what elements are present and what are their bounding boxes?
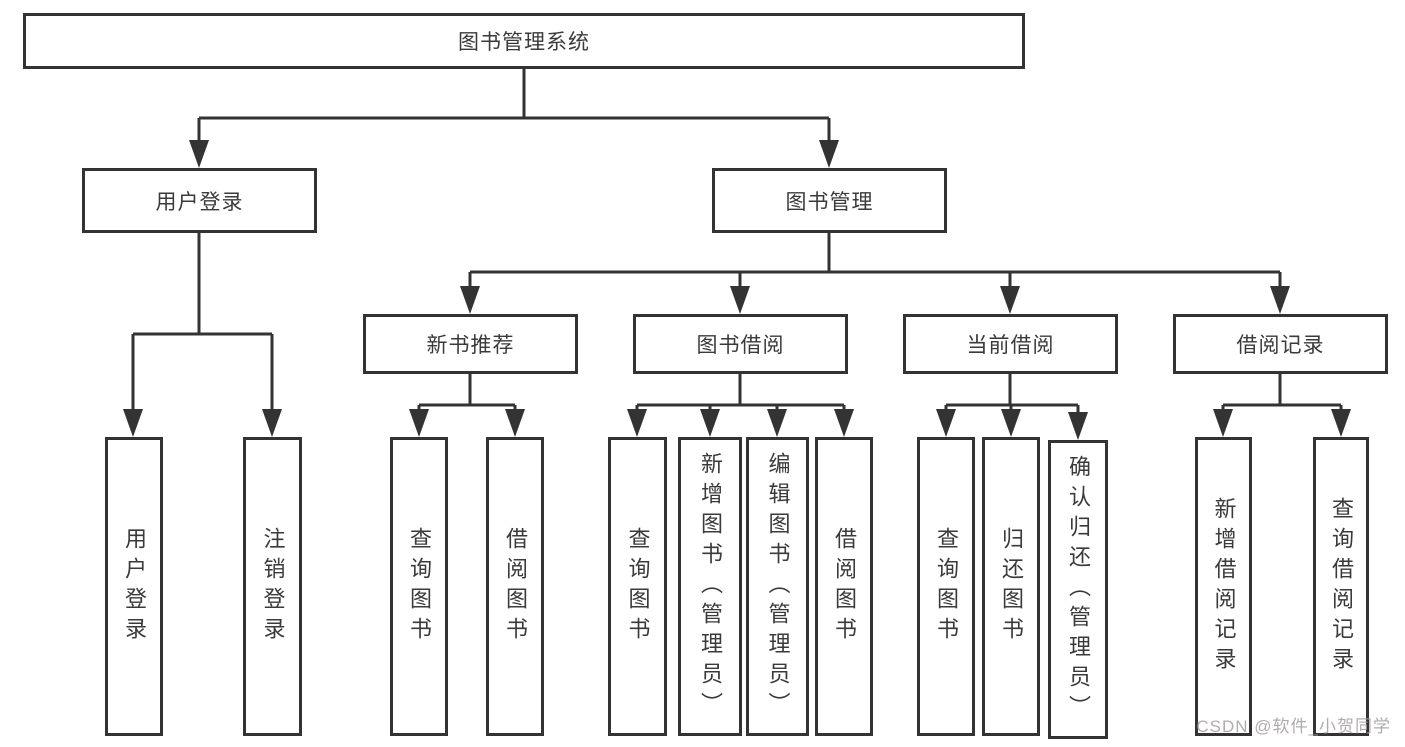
node-leaf-edit-book-admin: 编辑图书（管理员） bbox=[746, 437, 809, 736]
csdn-watermark: CSDN @软件_小贺同学 bbox=[1196, 717, 1391, 736]
node-leaf-return-book: 归还图书 bbox=[982, 437, 1040, 736]
node-label: 查询图书 bbox=[407, 526, 432, 647]
arrow-icon bbox=[1001, 409, 1021, 437]
node-leaf-user-login: 用户登录 bbox=[105, 437, 163, 736]
node-book-management: 图书管理 bbox=[712, 168, 947, 233]
connector-borrow-records bbox=[1221, 374, 1343, 413]
arrow-icon bbox=[1270, 286, 1290, 314]
node-leaf-add-borrow-record: 新增借阅记录 bbox=[1195, 437, 1252, 736]
node-leaf-query-borrow-record: 查询借阅记录 bbox=[1313, 437, 1369, 736]
arrow-icon bbox=[460, 286, 480, 314]
node-leaf-query-book: 查询图书 bbox=[917, 437, 975, 736]
arrow-icon bbox=[123, 409, 143, 437]
arrow-icon bbox=[767, 409, 787, 437]
node-leaf-add-book-admin: 新增图书（管理员） bbox=[678, 437, 742, 736]
connector-new-book-recommend bbox=[417, 374, 517, 413]
connector-book-borrow bbox=[635, 374, 846, 413]
connector-paths bbox=[131, 69, 1343, 416]
connector-root bbox=[197, 69, 831, 144]
arrow-icon bbox=[834, 409, 854, 437]
node-label: 借阅图书 bbox=[503, 526, 528, 647]
node-label: 注销登录 bbox=[260, 526, 286, 647]
node-label: 新增借阅记录 bbox=[1211, 496, 1237, 677]
arrow-icon bbox=[1331, 409, 1351, 437]
node-label: 编辑图书（管理员） bbox=[765, 451, 791, 722]
node-borrow-records: 借阅记录 bbox=[1173, 314, 1388, 374]
arrow-icon bbox=[936, 409, 956, 437]
arrow-icon bbox=[1000, 286, 1020, 314]
arrow-icon bbox=[409, 409, 429, 437]
node-new-book-recommend: 新书推荐 bbox=[363, 314, 578, 374]
arrow-icon bbox=[1213, 409, 1233, 437]
node-label: 查询图书 bbox=[625, 526, 651, 647]
arrow-icon bbox=[700, 409, 720, 437]
node-label: 用户登录 bbox=[122, 526, 147, 647]
node-label: 确认归还（管理员） bbox=[1066, 454, 1091, 725]
node-label: 归还图书 bbox=[999, 526, 1024, 647]
node-leaf-logout: 注销登录 bbox=[243, 437, 302, 736]
node-label: 借阅图书 bbox=[832, 526, 857, 647]
arrowheads bbox=[123, 140, 1351, 440]
node-leaf-query-book: 查询图书 bbox=[608, 437, 667, 736]
node-leaf-confirm-return-admin: 确认归还（管理员） bbox=[1048, 440, 1108, 739]
arrow-icon bbox=[262, 409, 282, 437]
arrow-icon bbox=[1068, 412, 1088, 440]
arrow-icon bbox=[730, 286, 750, 314]
node-label: 查询借阅记录 bbox=[1329, 496, 1354, 677]
node-label: 查询图书 bbox=[934, 526, 959, 647]
node-user-login: 用户登录 bbox=[82, 168, 317, 233]
node-leaf-query-book: 查询图书 bbox=[390, 437, 448, 736]
connector-book-management bbox=[468, 233, 1282, 290]
arrow-icon bbox=[819, 140, 839, 168]
arrow-icon bbox=[189, 140, 209, 168]
node-book-borrow: 图书借阅 bbox=[633, 314, 848, 374]
arrow-icon bbox=[505, 409, 525, 437]
node-library-management-system: 图书管理系统 bbox=[23, 13, 1025, 69]
node-current-borrow: 当前借阅 bbox=[903, 314, 1118, 374]
arrow-icon bbox=[627, 409, 647, 437]
node-leaf-borrow-book: 借阅图书 bbox=[815, 437, 873, 736]
connector-user-login bbox=[131, 233, 274, 412]
node-leaf-borrow-book: 借阅图书 bbox=[486, 437, 544, 736]
node-label: 新增图书（管理员） bbox=[698, 451, 723, 722]
